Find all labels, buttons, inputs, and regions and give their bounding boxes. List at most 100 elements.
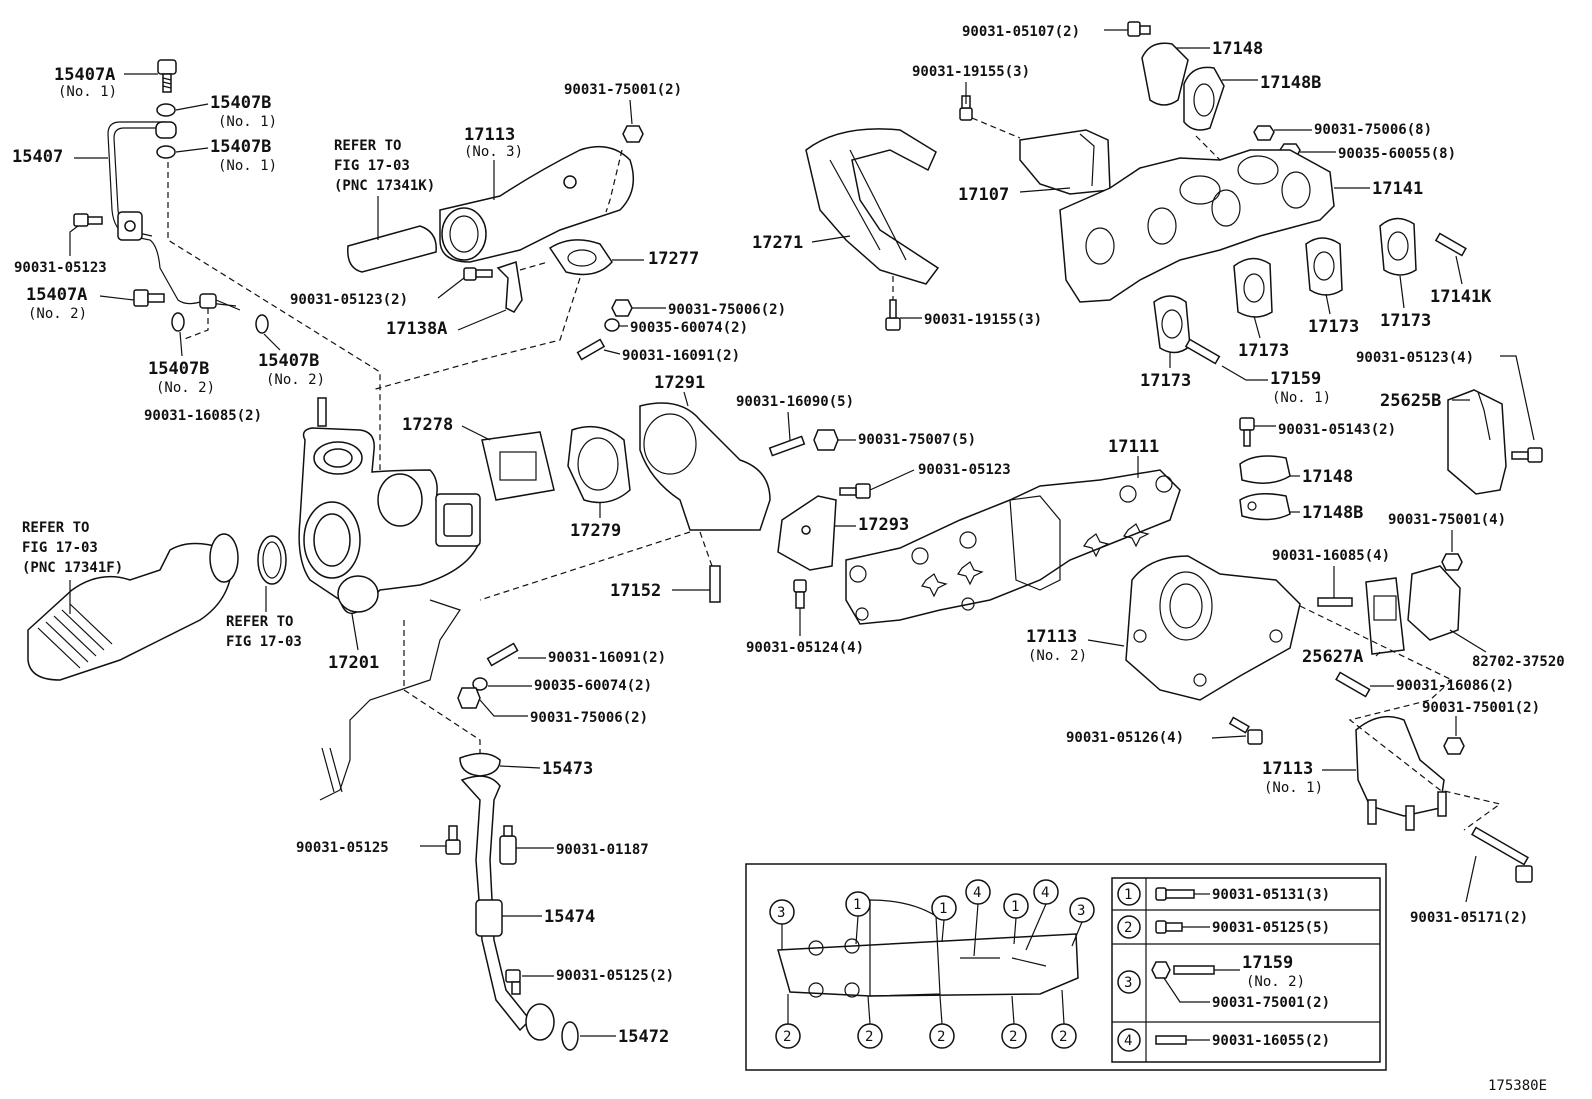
stud-17141K: [1434, 232, 1467, 257]
bolt-90031-05125a: [445, 825, 461, 855]
label-90031-05125a: 90031-05125: [296, 840, 389, 856]
bolt-90031-05107: [1127, 21, 1151, 37]
label-17113-no1: 17113: [1262, 759, 1313, 779]
label-90031-75007: 90031-75007(5): [858, 432, 976, 448]
legend-row-3: 3 17159 (No. 2) 90031-75001(2): [1117, 953, 1330, 1011]
bolt-90031-05143: [1239, 417, 1255, 447]
label-17148B-top: 17148B: [1260, 73, 1321, 93]
gasket-17279: [567, 425, 631, 504]
label-25627A: 25627A: [1302, 647, 1363, 667]
label-17173-d: 17173: [1380, 311, 1431, 331]
label-17293: 17293: [858, 515, 909, 535]
refer-note-17341K: REFER TO FIG 17-03 (PNC 17341K): [334, 138, 435, 240]
gasket-15473: [459, 752, 501, 777]
label-90031-19155b: 90031-19155(3): [924, 312, 1042, 328]
label-90035-60074b: 90035-60074(2): [534, 678, 652, 694]
label-90031-75001-4: 90031-75001(4): [1388, 512, 1506, 528]
label-17148-lower: 17148: [1302, 467, 1353, 487]
diagram-id: 175380E: [1488, 1078, 1547, 1094]
hose-clamp: [257, 535, 287, 585]
label-17148-top: 17148: [1212, 39, 1263, 59]
label-15407A-no1: 15407A: [54, 65, 115, 85]
svg-text:3: 3: [1077, 903, 1085, 919]
label-17141: 17141: [1372, 179, 1423, 199]
label-17113-no2-sub: (No. 2): [1028, 648, 1087, 664]
nut-90031-75006a: [611, 299, 633, 317]
label-90031-05123-4: 90031-05123(4): [1356, 350, 1474, 366]
label-17278: 17278: [402, 415, 453, 435]
svg-text:4: 4: [1124, 1033, 1132, 1049]
label-90031-01187: 90031-01187: [556, 842, 649, 858]
svg-text:2: 2: [937, 1029, 945, 1045]
bolt-90031-05123b: [839, 483, 871, 499]
intake-pipe-17113-no2: [1125, 555, 1301, 701]
bolt-90031-19155b: [885, 299, 901, 331]
bolt-90031-05123a: [73, 213, 103, 227]
label-90031-75001a: 90031-75001(2): [564, 82, 682, 98]
label-15407B-no2a: 15407B: [148, 359, 209, 379]
label-17159-no1-sub: (No. 1): [1272, 390, 1331, 406]
label-17152: 17152: [610, 581, 661, 601]
intake-hose: [27, 533, 239, 681]
gasket-17173-b: [1233, 257, 1273, 318]
nut-90031-75001a: [622, 125, 644, 143]
svg-text:REFER TO: REFER TO: [334, 138, 401, 154]
bolt-90031-05123-4: [1511, 447, 1543, 463]
label-15407: 15407: [12, 147, 63, 167]
label-90031-16091a: 90031-16091(2): [622, 348, 740, 364]
label-17271: 17271: [752, 233, 803, 253]
label-17291: 17291: [654, 373, 705, 393]
gasket-17148B-top: [1183, 66, 1225, 131]
nut-90031-75006c: [1253, 125, 1275, 141]
gasket-callouts: 3 1 1 4 1 4 3 2 2 2 2 2: [769, 879, 1095, 1049]
svg-text:1: 1: [853, 897, 861, 913]
elbow-17291: [639, 402, 771, 531]
bolt-90031-05124: [793, 579, 807, 609]
label-90031-16085a: 90031-16085(2): [144, 408, 262, 424]
label-15472: 15472: [618, 1027, 669, 1047]
svg-text:2: 2: [865, 1029, 873, 1045]
label-90031-19155a: 90031-19155(3): [912, 64, 1030, 80]
legend-row-4: 4 90031-16055(2): [1117, 1028, 1330, 1052]
washer-15407B-no2a: [171, 312, 185, 332]
washer-15407B-no1b: [156, 145, 176, 159]
label-17113-no3-sub: (No. 3): [464, 144, 523, 160]
legend-box: 3 1 1 4 1 4 3 2 2 2 2 2 1 90031-05131(3)…: [745, 863, 1387, 1071]
label-15407A-no2-sub: (No. 2): [28, 306, 87, 322]
svg-text:3: 3: [777, 905, 785, 921]
svg-text:(No. 2): (No. 2): [1246, 974, 1305, 990]
label-90031-16086: 90031-16086(2): [1396, 678, 1514, 694]
washer-15407B-no1a: [156, 103, 176, 117]
svg-text:4: 4: [1041, 885, 1049, 901]
svg-text:90031-16055(2): 90031-16055(2): [1212, 1033, 1330, 1049]
label-90031-05124: 90031-05124(4): [746, 640, 864, 656]
label-17173-b: 17173: [1238, 341, 1289, 361]
heat-insulator-17107: [1019, 129, 1111, 195]
stud-90031-16085b: [1317, 597, 1353, 607]
stud-90031-16091a: [576, 338, 606, 361]
svg-text:2: 2: [1124, 920, 1132, 936]
label-82702-37520: 82702-37520: [1472, 654, 1565, 670]
label-17141K: 17141K: [1430, 287, 1492, 307]
pipe-17113-no1: [1355, 715, 1447, 831]
label-90031-05123b: 90031-05123: [918, 462, 1011, 478]
bolt-90031-05123-2: [463, 267, 493, 281]
stud-90031-16085a: [317, 397, 327, 427]
nut-90031-75001c: [1443, 737, 1465, 755]
gasket-17148B-lower: [1239, 493, 1291, 521]
label-90035-60055: 90035-60055(8): [1338, 146, 1456, 162]
refer-note-fig-17-03: REFER TO FIG 17-03: [226, 586, 302, 650]
label-17138A: 17138A: [386, 319, 447, 339]
callout-labels: 15407A (No. 1) 15407B (No. 1) 15407B (No…: [12, 24, 1565, 1047]
label-17173-c: 17173: [1308, 317, 1359, 337]
bolt-90031-05171: [1470, 826, 1533, 883]
label-15407B-no1b-sub: (No. 1): [218, 158, 277, 174]
svg-text:17159: 17159: [1242, 953, 1293, 973]
svg-text:(PNC 17341F): (PNC 17341F): [22, 560, 123, 576]
washer-15407B-no2b: [255, 314, 269, 334]
label-90031-75001c: 90031-75001(2): [1422, 700, 1540, 716]
egr-cooler-82702-37520: [1407, 565, 1461, 641]
stud-90031-16090: [768, 435, 806, 457]
svg-text:1: 1: [939, 901, 947, 917]
